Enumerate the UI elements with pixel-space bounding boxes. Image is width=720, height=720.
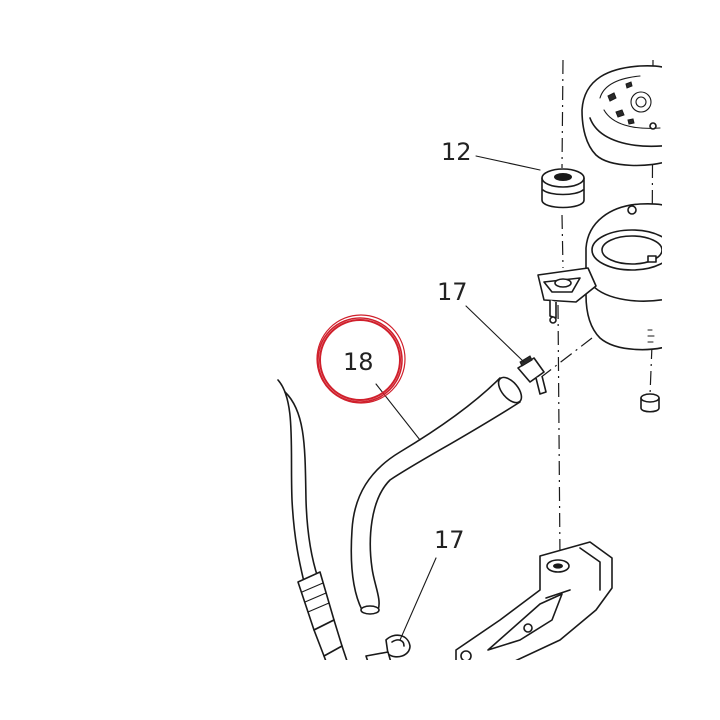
assembly-axis-middle <box>561 214 564 269</box>
callout-12: 12 <box>441 138 472 166</box>
callout-18: 18 <box>343 348 374 376</box>
leader-line-12 <box>475 155 541 171</box>
reservoir-hose <box>350 376 523 615</box>
reservoir-body <box>537 203 662 351</box>
hose-clip-lower <box>365 634 411 660</box>
callout-17-lower: 17 <box>434 526 465 554</box>
hose-clip-upper <box>517 355 547 395</box>
illustration <box>277 59 662 660</box>
leader-line-17-lower <box>399 557 437 641</box>
screw <box>640 393 660 413</box>
lever-bracket <box>455 541 613 660</box>
highlight-ring <box>316 314 406 404</box>
assembly-axis-right-lower <box>649 344 653 396</box>
brake-line <box>277 379 348 660</box>
leader-line-17-upper <box>465 305 525 363</box>
hose-connection-axis <box>539 337 593 379</box>
reservoir-cap <box>581 65 662 167</box>
callout-17-upper: 17 <box>437 278 468 306</box>
assembly-axis-lower <box>557 304 561 561</box>
assembly-axis-upper <box>561 59 564 169</box>
seal-grommet <box>541 168 585 209</box>
